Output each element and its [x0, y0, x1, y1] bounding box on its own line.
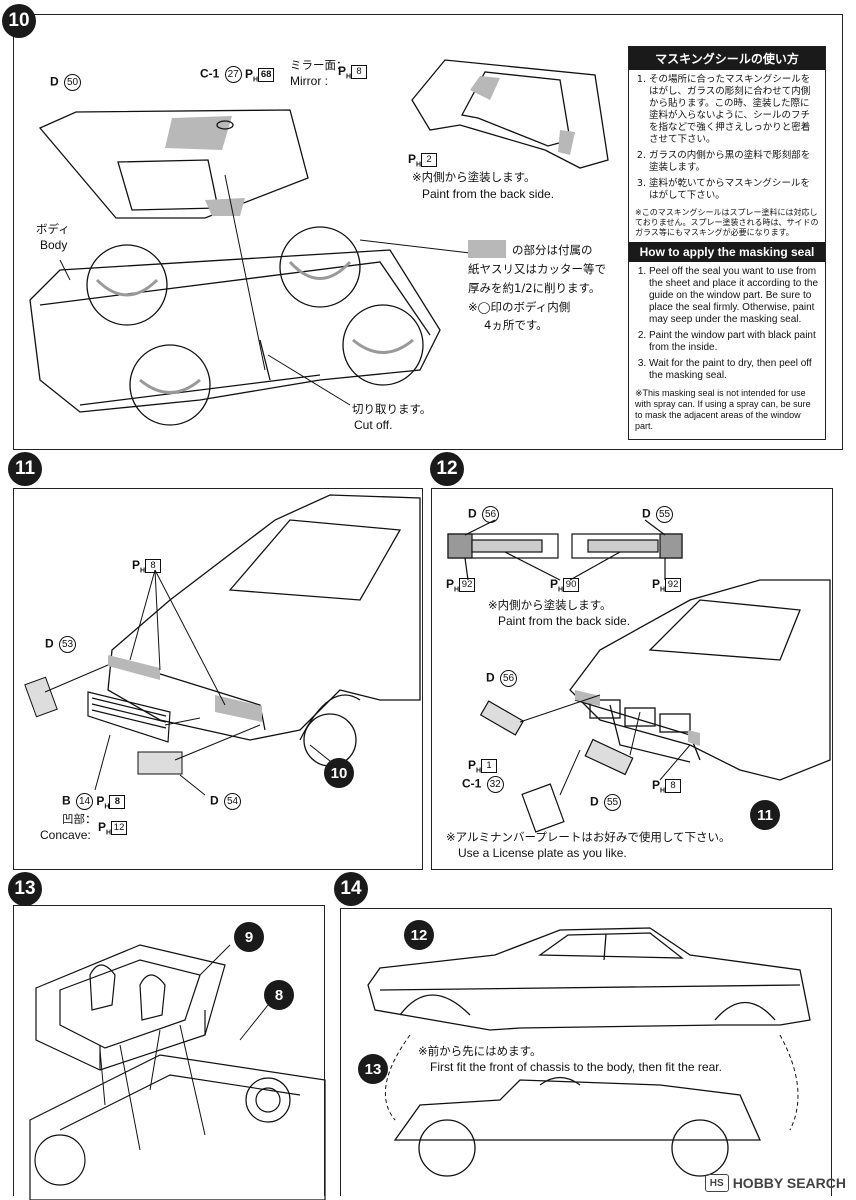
watermark-text: HOBBY SEARCH	[732, 1175, 846, 1191]
concave-jp: 凹部：	[62, 812, 97, 826]
seal-title-jp: マスキングシールの使い方	[629, 47, 825, 70]
backside-en: Paint from the back side.	[422, 187, 555, 201]
license-en: Use a License plate as you like.	[458, 846, 627, 860]
seal-jp-item: その場所に合ったマスキングシールをはがし、ガラスの彫刻に合わせて内側から貼ります…	[649, 74, 819, 146]
mirror-en: Mirror :	[290, 74, 328, 88]
part-d56b-label: D 56	[486, 670, 518, 687]
seal-en-item: Paint the window part with black paint f…	[649, 330, 819, 354]
mirror-jp: ミラー面：	[290, 58, 348, 72]
cutoff-en: Cut off.	[354, 418, 393, 432]
hobby-search-logo-icon: HS	[704, 1174, 729, 1192]
part-d55b-label: D 55	[590, 794, 622, 811]
shave-jp-2: 紙ヤスリ又はカッター等で	[468, 262, 606, 276]
step-12-number: 12	[430, 452, 464, 486]
seal-en-item: Wait for the paint to dry, then peel off…	[649, 358, 819, 382]
step13-callout-9: 9	[234, 922, 264, 952]
step-13-number: 13	[8, 872, 42, 906]
body-jp: ボディ	[36, 222, 70, 236]
step12-backside-jp: ※内側から塗装します。	[488, 598, 612, 612]
seal-jp-list: その場所に合ったマスキングシールをはがし、ガラスの彫刻に合わせて内側から貼ります…	[629, 70, 825, 208]
license-jp: ※アルミナンバープレートはお好みで使用して下さい。	[446, 830, 731, 844]
fit-en: First fit the front of chassis to the bo…	[430, 1060, 722, 1074]
shave-jp-4: ※◯印のボディ内側	[468, 300, 571, 314]
seal-en-note: ※This masking seal is not intended for u…	[635, 388, 811, 431]
part-c1-32-label: C-1 32	[462, 776, 504, 793]
concave-en: Concave:	[40, 828, 91, 842]
backside-jp: ※内側から塗装します。	[412, 170, 536, 184]
shave-jp-3: 厚みを約1/2に削ります。	[468, 281, 601, 295]
part-d50-label: D 50	[50, 74, 82, 91]
step13-callout-8: 8	[264, 980, 294, 1010]
watermark: HS HOBBY SEARCH	[704, 1174, 846, 1192]
step11-callout-10: 10	[324, 758, 354, 788]
step14-callout-12: 12	[404, 920, 434, 950]
step-14-number: 14	[334, 872, 368, 906]
part-d54-label: D 54	[210, 793, 242, 810]
seal-jp-item: 塗料が乾いてからマスキングシールをはがして下さい。	[649, 178, 819, 202]
step-13-panel	[13, 905, 325, 1196]
step-11-number: 11	[8, 452, 42, 486]
step-10-number: 10	[2, 4, 36, 38]
shave-jp-5: 4ヵ所です。	[484, 318, 548, 332]
step-14-panel	[340, 908, 832, 1196]
step12-callout-11: 11	[750, 800, 780, 830]
seal-jp-item: ガラスの内側から黒の塗料で彫刻部を塗装します。	[649, 150, 819, 174]
seal-en-item: Peel off the seal you want to use from t…	[649, 266, 819, 326]
cutoff-jp: 切り取ります。	[352, 402, 432, 416]
part-d55-label: D 55	[642, 506, 674, 523]
step14-callout-13: 13	[358, 1054, 388, 1084]
shave-jp-1: の部分は付属の	[512, 243, 593, 257]
seal-title-en: How to apply the masking seal	[629, 242, 825, 262]
fit-jp: ※前から先にはめます。	[418, 1044, 542, 1058]
masking-seal-instructions: マスキングシールの使い方 その場所に合ったマスキングシールをはがし、ガラスの彫刻…	[628, 46, 826, 440]
seal-jp-note: ※このマスキングシールはスプレー塗料には対応しておりません。スプレー塗装される時…	[635, 208, 819, 237]
seal-en-list: Peel off the seal you want to use from t…	[629, 262, 825, 388]
step12-backside-en: Paint from the back side.	[498, 614, 631, 628]
body-en: Body	[40, 238, 68, 252]
part-d56-label: D 56	[468, 506, 500, 523]
part-d53-label: D 53	[45, 636, 77, 653]
